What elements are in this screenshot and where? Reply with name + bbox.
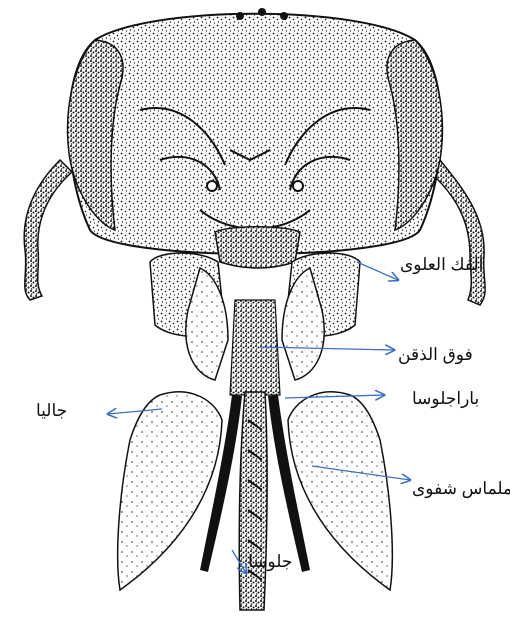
arrow-mandible [357,262,398,280]
arrow-hypopharynx [260,347,394,350]
label-mandible: الفك العلوى [400,256,483,273]
labrum [215,227,300,268]
label-labial-palp: ملماس شفوى [412,480,510,497]
label-hypopharynx: فوق الذقن [398,346,473,363]
glossa [239,392,267,610]
label-paraglossa: باراجلوسا [412,390,479,407]
left-antenna [24,160,72,300]
label-glossa: جلوسا [248,553,292,570]
label-galea: جاليا [36,402,67,419]
head-capsule [69,14,441,254]
right-antenna [430,160,485,305]
